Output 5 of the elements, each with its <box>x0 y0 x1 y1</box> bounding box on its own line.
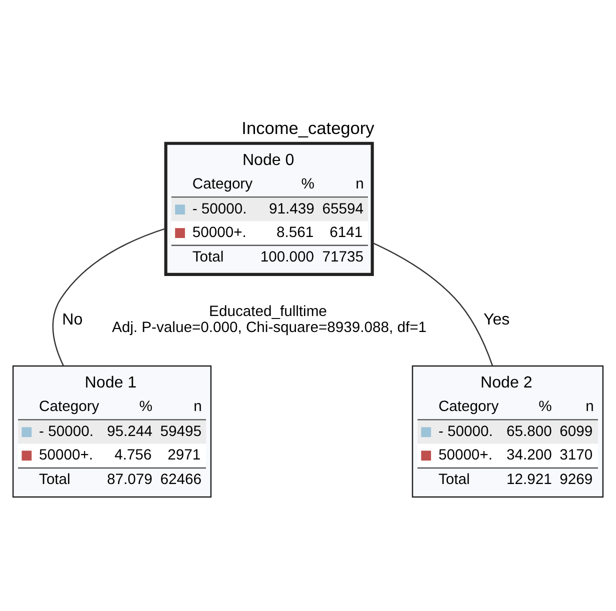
edge-label: No <box>62 310 83 328</box>
label: Adj. P-value=0.000, Chi-square=8939.088, df=1 <box>112 320 426 336</box>
edge-label: Yes <box>483 310 510 328</box>
label: Educated_fulltime <box>209 304 327 320</box>
diagram-title: Income_category <box>242 117 374 138</box>
